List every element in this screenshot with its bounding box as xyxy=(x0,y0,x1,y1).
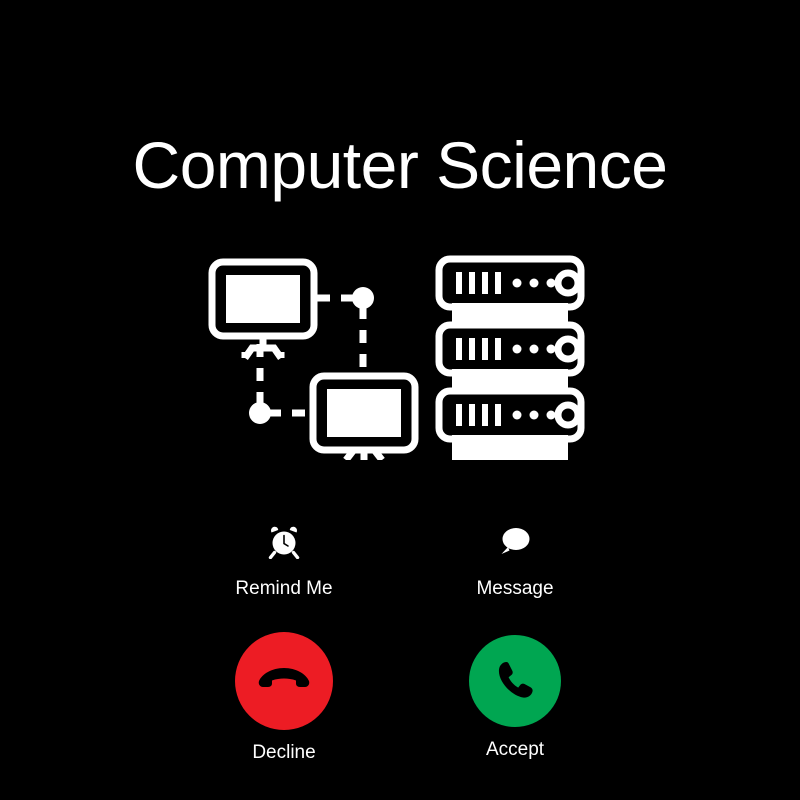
caller-avatar-illustration xyxy=(200,248,600,460)
decline-button[interactable] xyxy=(235,632,333,730)
decline-action: Decline xyxy=(184,632,384,765)
phone-handset-icon xyxy=(493,659,537,703)
remind-me-label: Remind Me xyxy=(235,578,333,599)
message-button[interactable]: Message xyxy=(415,525,615,601)
accept-label: Accept xyxy=(485,739,545,760)
speech-bubble-icon xyxy=(415,525,615,567)
primary-actions-row: Decline Accept xyxy=(0,632,800,765)
phone-hangup-icon xyxy=(257,666,311,696)
secondary-actions-row: Remind Me Message xyxy=(0,525,800,615)
accept-button[interactable] xyxy=(469,635,561,727)
message-label: Message xyxy=(476,578,554,599)
decline-label: Decline xyxy=(252,742,316,763)
alarm-clock-icon xyxy=(184,525,384,567)
accept-action: Accept xyxy=(415,632,615,762)
remind-me-button[interactable]: Remind Me xyxy=(184,525,384,601)
caller-name: Computer Science xyxy=(132,128,668,202)
